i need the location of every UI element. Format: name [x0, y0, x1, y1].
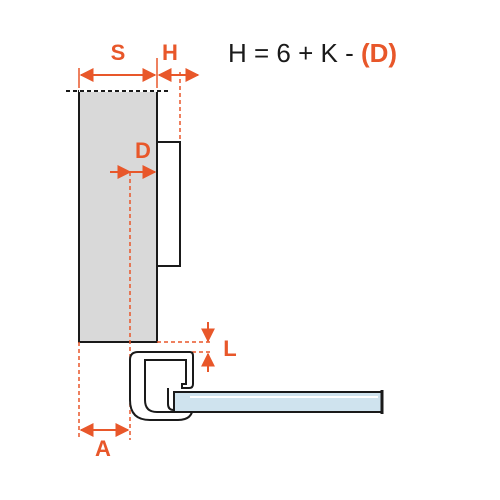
formula-text: H = 6 + K - (D): [228, 38, 397, 68]
formula-highlight: (D): [361, 38, 397, 68]
hinge-plate: [156, 141, 181, 267]
label-d: D: [135, 138, 151, 163]
formula-prefix: H = 6 + K -: [228, 38, 361, 68]
glass-pane: [173, 391, 383, 413]
cabinet-panel: [78, 90, 158, 343]
label-l: L: [223, 336, 236, 361]
label-h: H: [162, 40, 178, 65]
label-s: S: [111, 40, 126, 65]
label-a: A: [95, 436, 111, 461]
